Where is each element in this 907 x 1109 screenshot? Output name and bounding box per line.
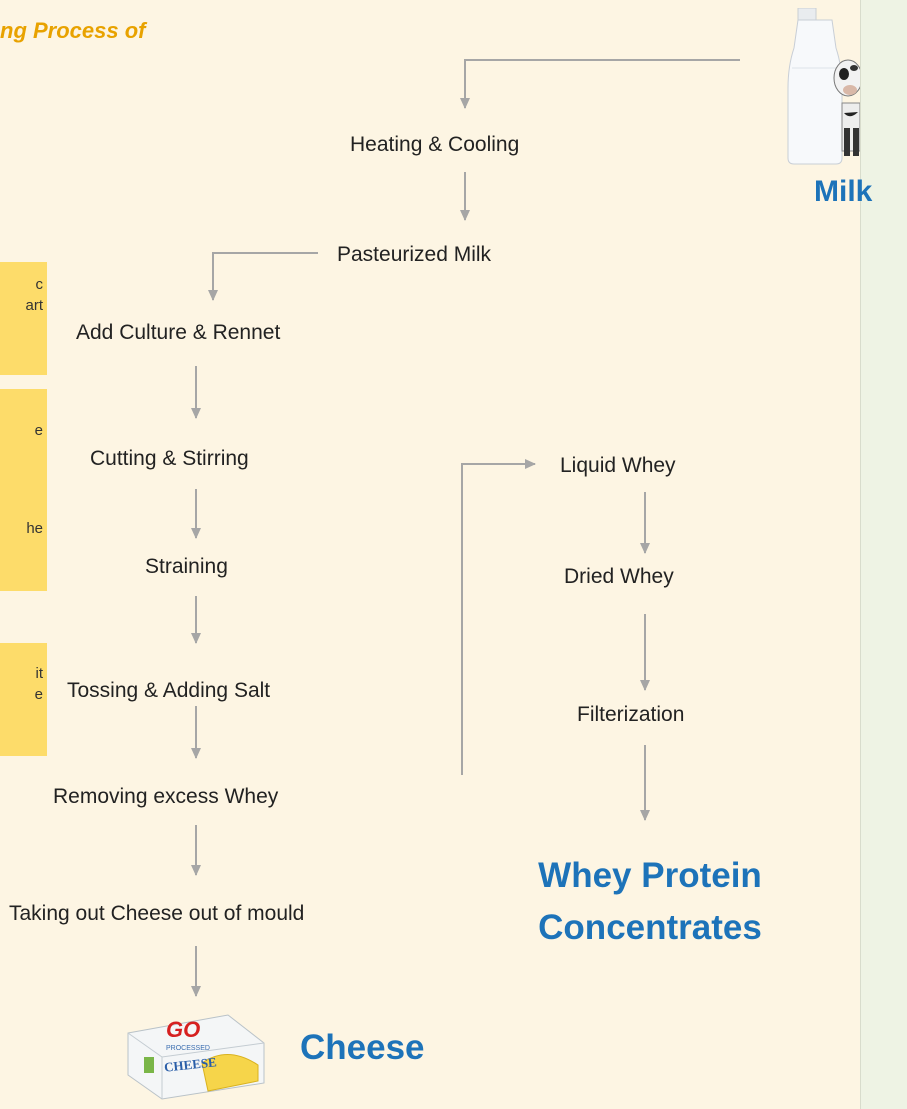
step-liquid-whey: Liquid Whey [560,454,676,477]
step-taking-out-cheese: Taking out Cheese out of mould [9,902,305,925]
cheese-box-icon: GO PROCESSED CHEESE [118,1005,268,1101]
side-note-2-line-1: e [34,422,43,439]
side-note-4-line-2: e [34,686,43,703]
step-removing-excess-whey: Removing excess Whey [53,785,279,808]
whey-protein-label: Whey Protein Concentrates [530,850,770,954]
step-tossing-adding-salt: Tossing & Adding Salt [67,679,271,702]
right-side-panel [860,0,907,1109]
side-note-4: it e [0,643,47,756]
whey-protein-line-2: Concentrates [538,908,762,947]
whey-protein-line-1: Whey Protein [538,856,762,895]
side-note-3: he [0,486,47,591]
arrow-milk-to-heating [460,59,740,109]
cheese-sub-text: PROCESSED [166,1045,210,1052]
side-note-3-line-1: he [26,520,43,537]
side-note-1: c art [0,262,47,375]
step-filterization: Filterization [577,703,685,726]
side-note-4-line-1: it [35,665,44,682]
page-title: ng Process of [0,18,146,43]
cheese-label: Cheese [300,1028,425,1067]
step-pasteurized-milk: Pasteurized Milk [337,243,492,266]
step-dried-whey: Dried Whey [564,565,674,588]
step-cutting-stirring: Cutting & Stirring [90,447,249,470]
side-note-2: e [0,389,47,500]
arrow-pasteurized-to-culture [208,252,318,301]
cheese-brand-text: GO [166,1017,201,1042]
step-add-culture-rennet: Add Culture & Rennet [76,321,281,344]
side-note-1-line-1: c [35,276,44,293]
milk-label: Milk [814,175,873,208]
side-note-1-line-2: art [25,297,43,314]
arrow-cheese-to-liquid-whey [461,459,536,775]
milk-bottle-cow-icon [787,8,860,165]
step-heating-cooling: Heating & Cooling [350,133,520,156]
step-straining: Straining [145,555,228,578]
